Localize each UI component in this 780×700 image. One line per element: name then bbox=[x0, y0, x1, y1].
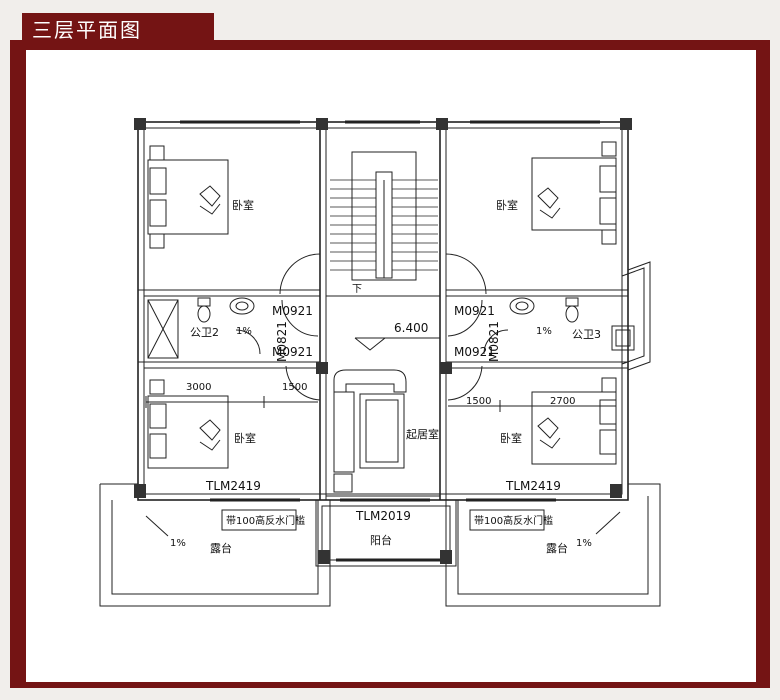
page-title: 三层平面图 bbox=[22, 13, 214, 47]
slope-label-terrace-left: 1% bbox=[170, 538, 186, 549]
slope-label-toilet-2: 1% bbox=[236, 326, 252, 337]
threshold-label-right: 带100高反水门槛 bbox=[474, 514, 553, 527]
door-label-tlm2419-left: TLM2419 bbox=[205, 479, 261, 493]
slope-label-terrace-right: 1% bbox=[576, 538, 592, 549]
door-label-m0821-left: M0821 bbox=[275, 321, 289, 362]
slope-label-toilet-3: 1% bbox=[536, 326, 552, 337]
room-label-balcony: 阳台 bbox=[370, 533, 392, 547]
dimension-2700: 2700 bbox=[550, 396, 575, 407]
threshold-label-left: 带100高反水门槛 bbox=[226, 514, 305, 527]
stair-direction-mark: 下 bbox=[352, 284, 362, 295]
room-label-toilet-3: 公卫3 bbox=[572, 328, 601, 341]
door-label-tlm2019: TLM2019 bbox=[355, 509, 411, 523]
door-label-m0921-mid-left: M0921 bbox=[272, 345, 313, 359]
room-label-terrace-left: 露台 bbox=[210, 541, 232, 555]
door-label-m0921-top-left: M0921 bbox=[272, 304, 313, 318]
room-label-bedroom-bottom-left: 卧室 bbox=[234, 431, 256, 445]
dimension-1500-left: 1500 bbox=[282, 382, 307, 393]
door-label-tlm2419-right: TLM2419 bbox=[505, 479, 561, 493]
room-label-living: 起居室 bbox=[406, 427, 439, 441]
dimension-1500-right: 1500 bbox=[466, 396, 491, 407]
room-label-bedroom-top-right: 卧室 bbox=[496, 198, 518, 212]
room-label-toilet-2: 公卫2 bbox=[190, 326, 219, 339]
door-label-m0921-mid-right: M0921 bbox=[454, 345, 495, 359]
elevation-label: 6.400 bbox=[394, 321, 428, 335]
room-label-terrace-right: 露台 bbox=[546, 541, 568, 555]
door-label-m0921-top-right: M0921 bbox=[454, 304, 495, 318]
room-label-bedroom-bottom-right: 卧室 bbox=[500, 431, 522, 445]
room-label-bedroom-top-left: 卧室 bbox=[232, 198, 254, 212]
door-label-m0821-right: M0821 bbox=[487, 321, 501, 362]
dimension-3000: 3000 bbox=[186, 382, 211, 393]
